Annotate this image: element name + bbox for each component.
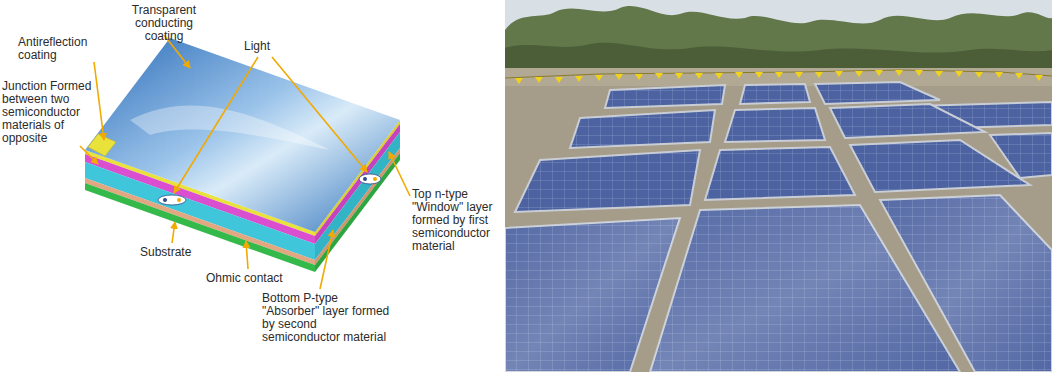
solar-cell-slab — [85, 38, 400, 272]
solar-farm-photo — [505, 0, 1052, 372]
gravel-roof — [505, 0, 1052, 372]
carrier-dot — [177, 198, 181, 202]
callout-label: Antireflection coating — [18, 36, 102, 62]
callout-label: Junction Formed between two semiconducto… — [2, 80, 98, 145]
conducting-top — [85, 38, 400, 232]
solar-panel — [740, 84, 810, 104]
carrier-dot — [373, 177, 377, 181]
leader-line — [320, 230, 333, 289]
leader-line — [172, 222, 175, 243]
callout-label: Substrate — [140, 246, 210, 259]
light-blob — [158, 195, 186, 205]
callout-label: Ohmic contact — [206, 272, 301, 285]
callout-label: Bottom P-type "Absorber" layer formed by… — [262, 292, 390, 344]
leader-lines — [80, 35, 410, 289]
solar-panel — [705, 147, 855, 200]
light-blob — [359, 174, 381, 184]
leader-line — [389, 152, 410, 196]
leader-line — [246, 241, 248, 269]
bunting-flags — [515, 70, 1043, 84]
gravel-roof — [505, 68, 1052, 86]
solar-panel — [850, 140, 1030, 192]
carrier-dot — [163, 198, 167, 202]
panel-reflection — [880, 195, 1052, 372]
solar-panel — [815, 82, 940, 104]
panel-reflection — [505, 218, 680, 372]
leader-line — [174, 57, 258, 193]
light-blob — [158, 195, 186, 205]
trees — [505, 6, 1052, 70]
antireflection-patch — [88, 134, 116, 156]
solar-panel — [830, 104, 985, 138]
leader-line — [94, 62, 104, 140]
callout-label: Light — [244, 40, 288, 53]
leader-line — [272, 57, 367, 172]
carrier-dot — [363, 177, 367, 181]
panel-reflection — [505, 195, 1052, 372]
highlight — [130, 106, 330, 150]
leader-line — [80, 146, 98, 164]
solar-panel — [725, 108, 825, 142]
solar-panel — [515, 150, 700, 212]
solar-panel — [605, 85, 725, 108]
light-blob — [359, 174, 381, 184]
trees — [505, 43, 1052, 70]
panel-rows — [505, 82, 1052, 372]
callout-label: Transparent conducting coating — [116, 4, 212, 43]
solar-panel — [570, 110, 715, 148]
callout-label: Top n-type "Window" layer formed by firs… — [412, 188, 502, 253]
solar-panel — [505, 218, 680, 372]
